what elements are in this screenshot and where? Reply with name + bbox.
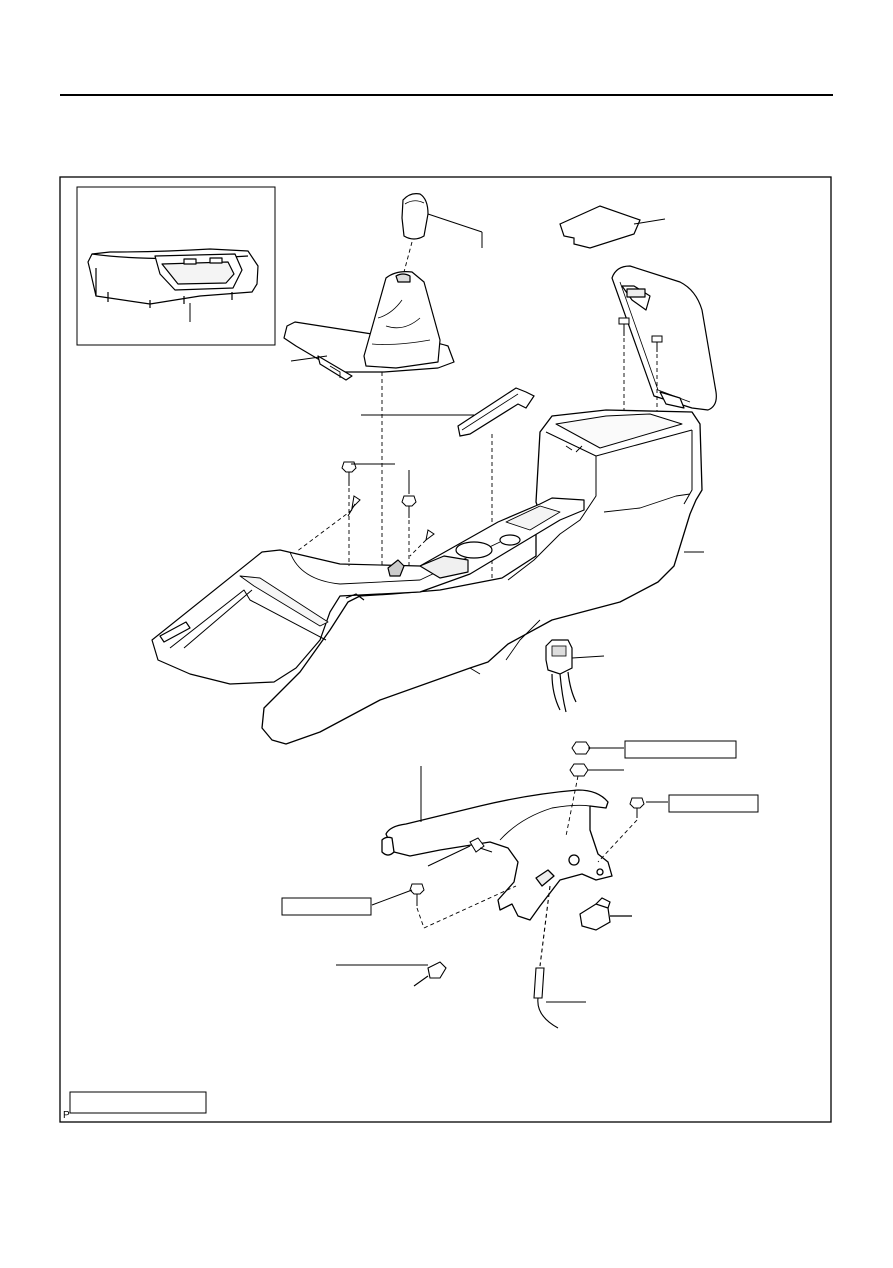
- console-screws: [341, 461, 435, 542]
- shift-knob: [401, 193, 483, 273]
- console-pad: [559, 205, 666, 249]
- armrest-door: [611, 265, 717, 411]
- brake-cable: [533, 885, 586, 1029]
- console-body: [261, 409, 703, 745]
- brake-switch: [579, 897, 632, 931]
- torque-callout-bolt-left: [281, 897, 372, 916]
- brake-nuts: [409, 741, 645, 906]
- parking-brake-lever: [381, 789, 613, 921]
- armrest-screws: [618, 317, 663, 352]
- console-rear-frame: [151, 497, 585, 685]
- corner-mark: P: [63, 1110, 70, 1121]
- torque-callout-nut: [624, 740, 737, 759]
- wire-clip: [336, 961, 447, 987]
- wire-connector: [545, 639, 605, 713]
- legend-box: [69, 1091, 207, 1114]
- boot-leader: [290, 355, 328, 362]
- figure-frame: [59, 176, 832, 1123]
- indicator-housing: [87, 248, 259, 308]
- torque-callout-bolt-right: [668, 794, 759, 813]
- inset-panel: [76, 186, 276, 346]
- shift-boot-panel: [283, 271, 455, 381]
